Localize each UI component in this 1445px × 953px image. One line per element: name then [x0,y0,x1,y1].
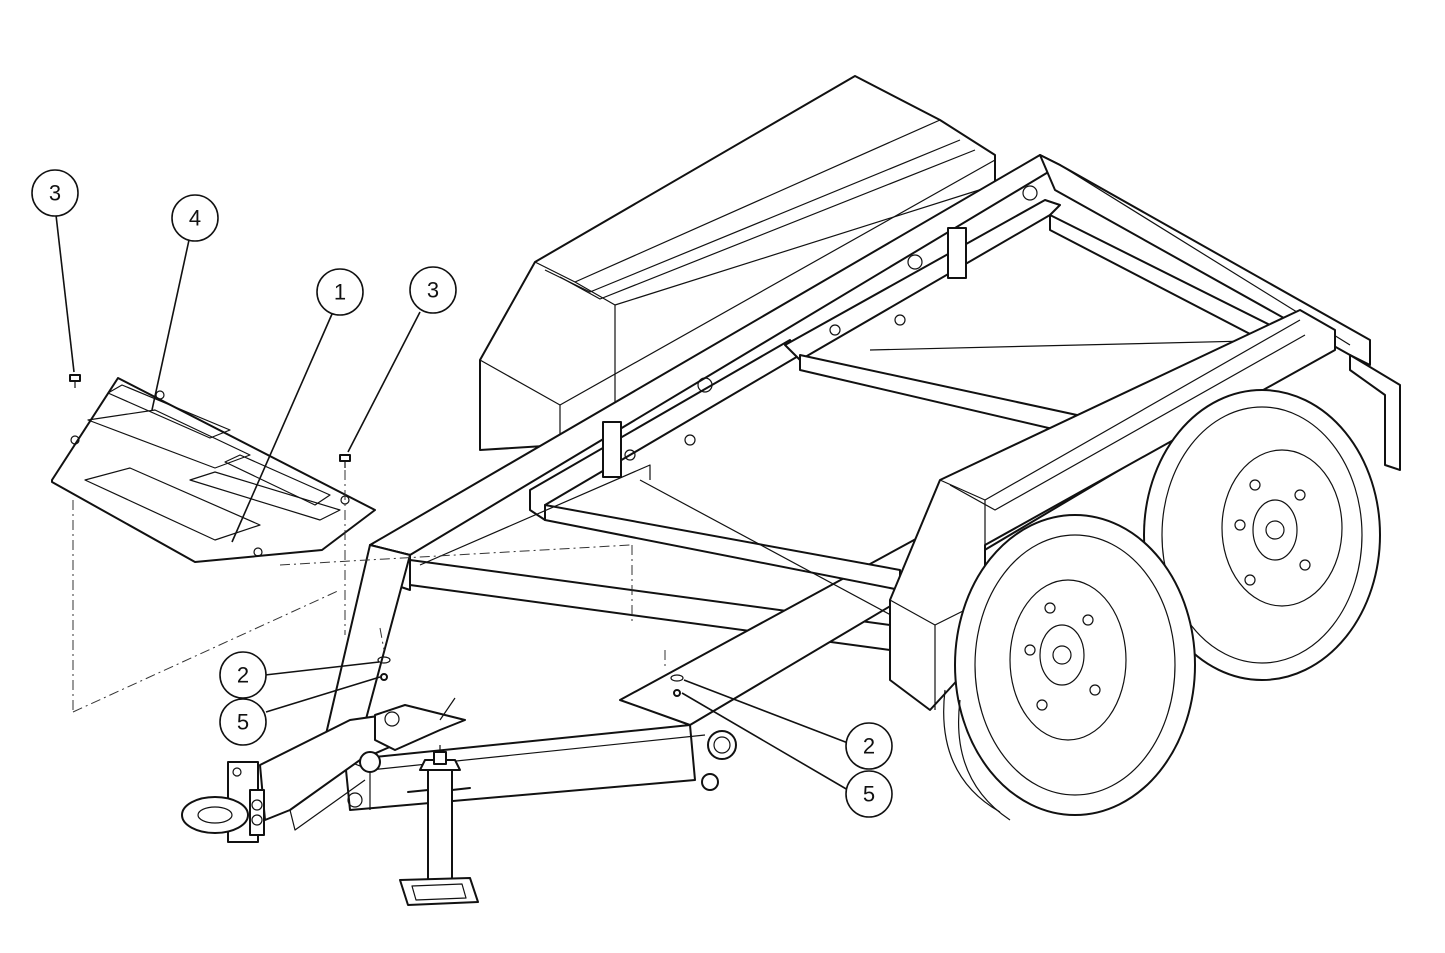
callout-5b-label: 5 [863,782,875,807]
assembly-lines [72,470,666,713]
hardware [69,374,684,697]
step-plate [51,377,376,563]
callout-5-right: 5 [845,770,893,818]
callout-2b-label: 2 [863,734,875,759]
callout-2-left: 2 [219,651,267,699]
callout-4: 4 [171,194,219,242]
callout-1-label: 1 [334,280,346,305]
toolbox [479,75,996,451]
callout-3-label: 3 [49,181,61,206]
callout-2a-label: 2 [237,663,249,688]
tongue [181,544,737,906]
wheel-rear [1143,389,1381,681]
leader-lines [55,214,849,791]
callout-5-left: 5 [219,698,267,746]
callout-3b-label: 3 [427,278,439,303]
callout-3-right: 3 [409,266,457,314]
callout-1: 1 [316,268,364,316]
callout-4-label: 4 [189,206,201,231]
callout-3-top-left: 3 [31,169,79,217]
callout-2-right: 2 [845,722,893,770]
callout-5a-label: 5 [237,710,249,735]
wheel-front [943,514,1196,821]
